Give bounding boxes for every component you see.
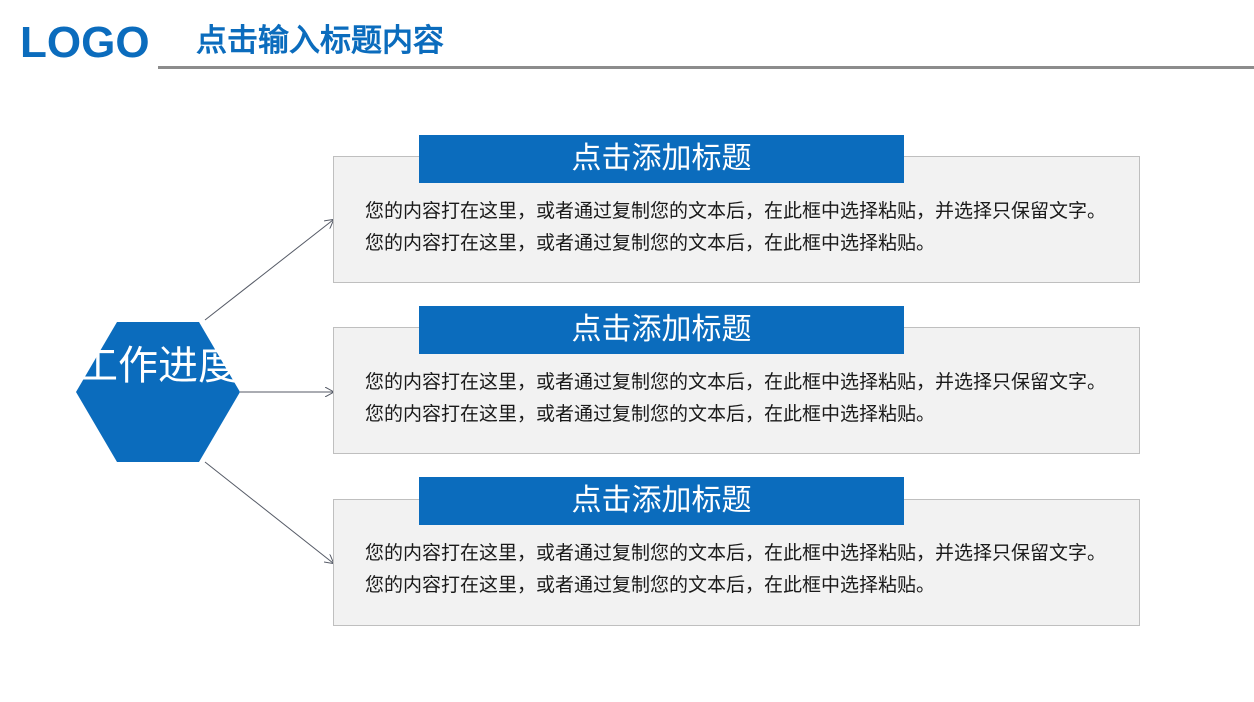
arrow-to-card-3 (204, 461, 333, 563)
card-3-body[interactable]: 您的内容打在这里，或者通过复制您的文本后，在此框中选择粘贴，并选择只保留文字。您… (365, 542, 1107, 596)
arrow-to-card-1 (204, 220, 333, 321)
card-1-title[interactable]: 点击添加标题 (419, 135, 904, 183)
title-divider (158, 66, 1254, 69)
card-2-title[interactable]: 点击添加标题 (419, 306, 904, 354)
card-2-body[interactable]: 您的内容打在这里，或者通过复制您的文本后，在此框中选择粘贴，并选择只保留文字。您… (365, 371, 1107, 425)
logo: LOGO (20, 18, 150, 67)
hexagon-shape (76, 322, 240, 462)
card-1-body[interactable]: 您的内容打在这里，或者通过复制您的文本后，在此框中选择粘贴，并选择只保留文字。您… (365, 200, 1107, 254)
card-3-title[interactable]: 点击添加标题 (419, 477, 904, 525)
page-title[interactable]: 点击输入标题内容 (196, 23, 444, 59)
center-label[interactable]: 工作进度 (78, 343, 238, 389)
